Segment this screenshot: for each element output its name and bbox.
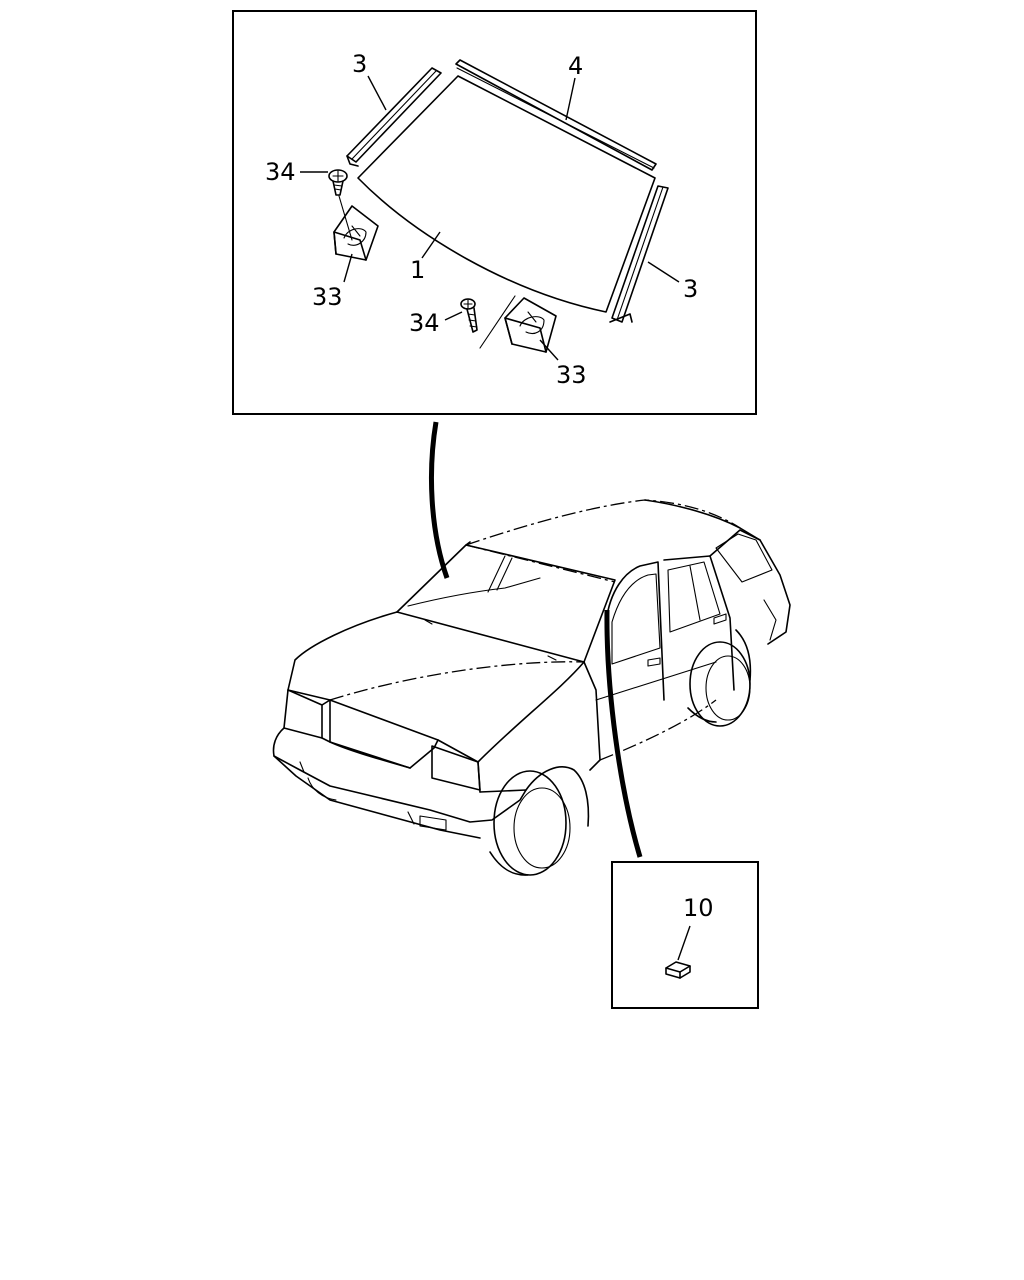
vehicle-illustration — [272, 499, 791, 876]
callout-screw-lower: 34 — [409, 309, 440, 337]
callout-clip-upper: 33 — [312, 283, 343, 311]
clip-upper — [333, 205, 379, 261]
callout-molding-right: 3 — [683, 275, 698, 303]
callout-molding-left: 3 — [352, 50, 367, 78]
leader-glass — [421, 231, 441, 259]
upper-molding — [455, 59, 657, 171]
detail-frame-lower — [611, 861, 759, 1009]
detail-frame-upper — [232, 10, 757, 415]
windshield-glass — [357, 75, 656, 313]
connector-line-part-10 — [604, 609, 643, 858]
leader-clip-lower — [539, 339, 559, 361]
leader-screw-lower — [444, 311, 463, 321]
screw-lower — [460, 295, 516, 349]
clip-lower — [504, 297, 557, 353]
leader-molding-top — [565, 77, 576, 121]
left-side-molding — [346, 67, 442, 167]
callout-glass: 1 — [410, 256, 425, 284]
windshield-detail-box: 3 4 34 33 1 3 34 33 — [232, 10, 757, 415]
screw-upper — [328, 169, 353, 241]
leader-molding-left — [367, 75, 387, 111]
leader-clip-upper — [343, 253, 353, 283]
callout-part-10: 10 — [683, 894, 714, 922]
part-10-detail-box: 10 — [611, 861, 759, 1009]
leader-part-10 — [677, 925, 691, 961]
right-side-molding — [609, 185, 669, 323]
leader-molding-right — [647, 261, 680, 283]
part-10-block — [665, 961, 691, 979]
callout-clip-lower: 33 — [556, 361, 587, 389]
connector-line-windshield — [428, 421, 450, 579]
callout-molding-top: 4 — [568, 52, 583, 80]
callout-screw-upper: 34 — [265, 158, 296, 186]
